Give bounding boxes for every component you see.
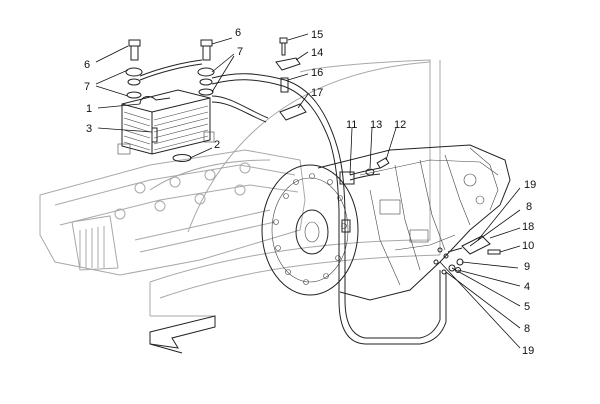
union-bolt-12: [365, 157, 390, 176]
callout-7-right: 7: [237, 46, 243, 58]
callout-2: 2: [214, 139, 220, 151]
callout-17: 17: [311, 87, 323, 99]
callout-16: 16: [311, 67, 323, 79]
flow-arrow-ghost: [149, 59, 441, 317]
callout-11: 11: [346, 119, 357, 131]
pipe-clamp-assembly: [275, 37, 307, 121]
callout-13: 13: [370, 119, 382, 131]
callout-12: 12: [394, 119, 406, 131]
engine-block-ghost: [39, 149, 306, 276]
callout-10: 10: [522, 240, 534, 252]
callout-9: 9: [524, 261, 530, 273]
callout-6-left: 6: [84, 59, 90, 71]
leader-lines: [95, 33, 521, 349]
right-fittings: [433, 235, 501, 275]
callout-19-bottom: 19: [522, 345, 534, 357]
callout-14: 14: [311, 47, 323, 59]
oil-cooler: [117, 89, 215, 155]
front-direction-arrow: [149, 315, 216, 354]
sealing-washers: [125, 67, 215, 99]
callout-19-top: 19: [524, 179, 536, 191]
union-bolt-left: [128, 39, 141, 61]
callout-3: 3: [86, 123, 92, 135]
callout-7-left: 7: [84, 81, 90, 93]
callout-4: 4: [524, 281, 530, 293]
callout-8-top: 8: [526, 201, 532, 213]
callout-15: 15: [311, 29, 323, 41]
callout-6-right: 6: [235, 27, 241, 39]
callout-5: 5: [524, 301, 530, 313]
seal-ring: [172, 154, 192, 162]
callout-8-bottom: 8: [524, 323, 530, 335]
union-bolt-right: [200, 39, 213, 61]
callout-labels: 6 6 7 7 1 3 2 15 14 16 17 11 13 12 19 8 …: [84, 27, 536, 357]
transmission-housing: [261, 144, 511, 301]
callout-18: 18: [522, 221, 534, 233]
callout-1: 1: [86, 103, 92, 115]
oil-pipes: [139, 59, 447, 345]
